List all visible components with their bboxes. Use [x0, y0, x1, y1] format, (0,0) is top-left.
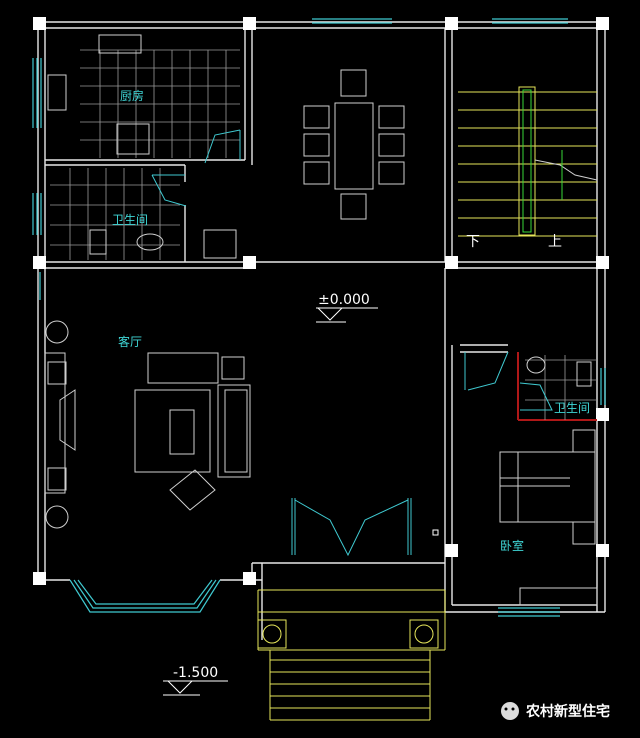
kitchen: 厨房: [47, 34, 241, 164]
dining-table: [303, 69, 405, 220]
floor-elevation: ±0.000: [318, 292, 370, 308]
stair-label-up: 上: [548, 234, 562, 250]
pillars: [33, 17, 609, 585]
outside-elevation: -1.500: [173, 665, 218, 681]
coffee-table-icon: [134, 389, 211, 473]
walls: [37, 21, 608, 640]
sink-icon: [98, 34, 142, 54]
plant-icon: [45, 320, 69, 344]
stair-label-down: 下: [466, 234, 480, 250]
toilet-icon: [576, 361, 592, 387]
entrance-door: [291, 498, 439, 557]
outside-level-marker: -1.500: [163, 665, 228, 696]
sofa-icon: [147, 352, 219, 384]
living-room: 客厅: [44, 320, 251, 529]
appliance-icon: [203, 229, 237, 259]
toilet-icon: [89, 229, 107, 255]
bedroom: 卫生间 卧室: [464, 351, 598, 606]
room-label-living-room: 客厅: [118, 334, 142, 349]
bed-icon: [499, 451, 596, 523]
floor-level-marker: ±0.000: [316, 292, 378, 323]
tv-cabinet-icon: [44, 352, 66, 494]
stove-icon: [47, 74, 67, 111]
room-label-bathroom-1: 卫生间: [112, 213, 148, 227]
windows: [32, 18, 606, 617]
room-label-bedroom: 卧室: [500, 538, 524, 553]
staircase: 下 上: [458, 86, 598, 250]
room-label-bathroom-2: 卫生间: [554, 401, 590, 415]
watermark-text: 农村新型住宅: [525, 703, 610, 720]
bathroom-1: 卫生间: [50, 168, 237, 260]
table-icon: [116, 123, 150, 155]
room-label-kitchen: 厨房: [120, 88, 144, 103]
watermark: 农村新型住宅: [501, 702, 610, 720]
basin-icon: [526, 356, 546, 374]
wechat-icon: [501, 702, 519, 720]
basin-icon: [136, 233, 164, 251]
porch-steps: [257, 589, 446, 721]
